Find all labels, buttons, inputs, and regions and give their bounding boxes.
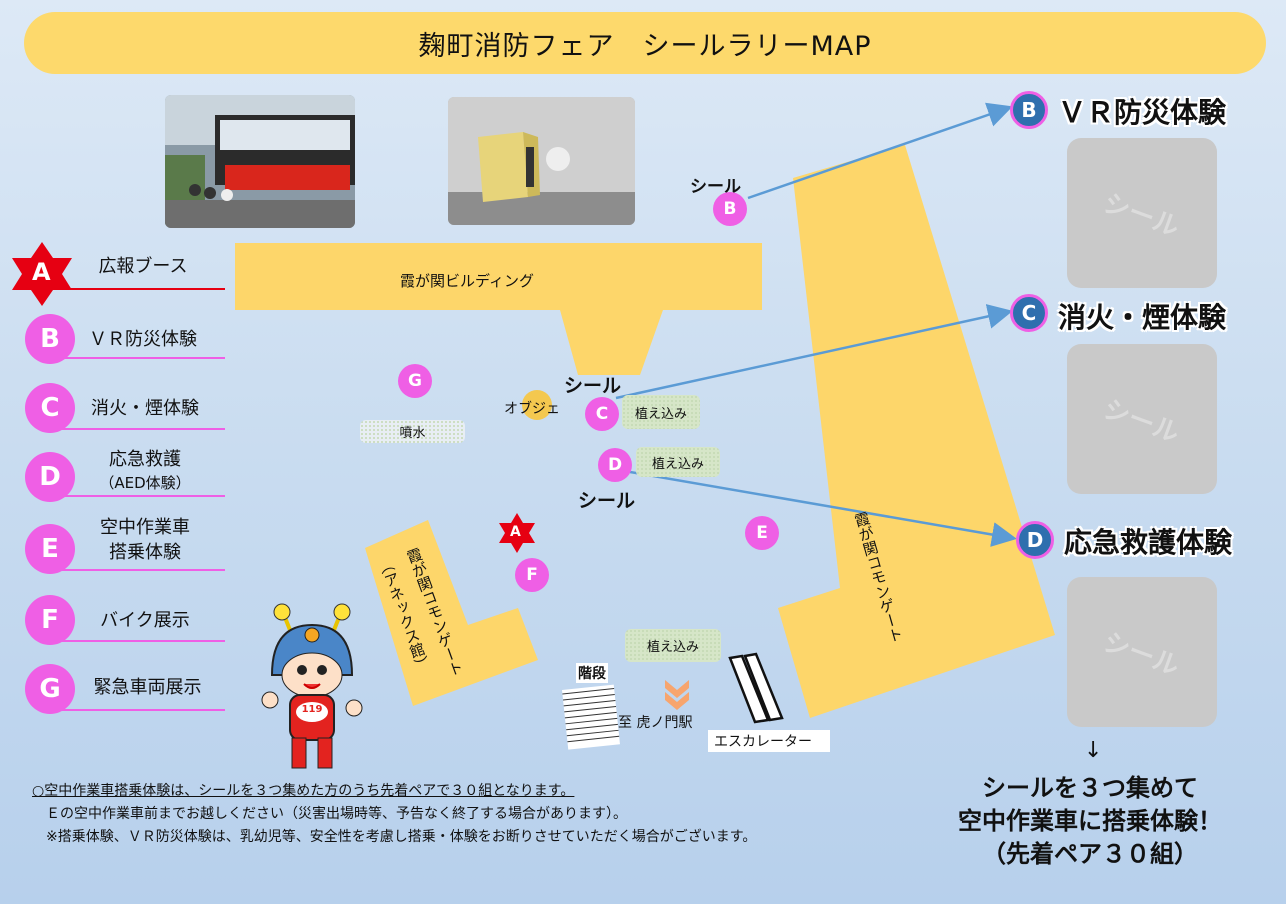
legend-b-label: ＶＲ防災体験	[89, 329, 197, 350]
legend-a-letter: A	[32, 258, 51, 286]
map-pin-g[interactable]: G	[398, 364, 432, 398]
legend-d-underline	[60, 495, 225, 497]
seal-slot-b-text: シール	[1099, 187, 1183, 243]
arrow-d	[629, 470, 1017, 547]
building-kasumigaseki	[235, 243, 762, 375]
legend-b-pin: B	[25, 314, 75, 364]
building-common-gate	[778, 145, 1055, 718]
seal-slot-c: シール	[1067, 344, 1217, 494]
legend-f-pin: F	[25, 595, 75, 645]
legend-d-label: 応急救護	[109, 449, 181, 470]
legend-f-label: バイク展示	[100, 610, 190, 631]
note-1: ○空中作業車搭乗体験は、シールを３つ集めた方のうち先着ペアで３０組となります。	[32, 783, 575, 799]
cta-line-3: （先着ペア３０組）	[982, 840, 1198, 868]
panel-b-title: ＶＲ防災体験	[1058, 96, 1227, 129]
photo-vr-truck-image	[165, 95, 355, 228]
panel-d-title: 応急救護体験	[1064, 526, 1233, 559]
legend-b-underline	[60, 357, 225, 359]
chevron-down-icon	[665, 680, 689, 710]
star-a-legend-icon	[12, 242, 72, 306]
planting-3: 植え込み	[625, 629, 721, 662]
photo-smoke-tent-image	[448, 97, 635, 225]
planting-2: 植え込み	[636, 447, 720, 477]
notes: ○空中作業車搭乗体験は、シールを３つ集めた方のうち先着ペアで３０組となります。 …	[32, 780, 756, 849]
legend-d-sublabel: （AED体験）	[99, 474, 191, 492]
legend-e-pin: E	[25, 524, 75, 574]
escalator-icon	[728, 652, 784, 724]
seal-label-c: シール	[564, 375, 622, 397]
seal-slot-d: シール	[1067, 577, 1217, 727]
photo-vr-truck	[165, 95, 355, 228]
photo-smoke-tent	[448, 97, 635, 225]
legend-g-pin: G	[25, 664, 75, 714]
building-annex	[365, 520, 538, 706]
seal-label-d: シール	[578, 490, 636, 512]
objet-label: オブジェ	[504, 401, 560, 417]
legend-g-underline	[60, 709, 225, 711]
label-kasumigaseki-building: 霞が関ビルディング	[400, 272, 534, 290]
map-pin-a[interactable]: A	[510, 524, 521, 540]
map-pin-c[interactable]: C	[585, 397, 619, 431]
map-pin-e[interactable]: E	[745, 516, 779, 550]
legend-g-label: 緊急車両展示	[93, 677, 202, 698]
map-pin-f[interactable]: F	[515, 558, 549, 592]
legend-a-label: 広報ブース	[98, 256, 188, 277]
down-arrow-icon: ↓	[1084, 738, 1103, 763]
legend-f-underline	[60, 640, 225, 642]
legend-a-underline	[60, 288, 225, 290]
cta-line-1: シールを３つ集めて	[982, 774, 1198, 802]
note-3: ※搭乗体験、ＶＲ防災体験は、乳幼児等、安全性を考慮し搭乗・体験をお断りさせていた…	[46, 829, 757, 845]
map-pin-b[interactable]: B	[713, 192, 747, 226]
panel-d-pin: D	[1016, 521, 1054, 559]
escalator-label: エスカレーター	[708, 730, 830, 752]
legend-d-pin: D	[25, 452, 75, 502]
seal-slot-d-text: シール	[1099, 626, 1183, 682]
cta-text: シールを３つ集めて 空中作業車に搭乗体験！ （先着ペア３０組）	[935, 772, 1245, 871]
note-2: Ｅの空中作業車前までお越しください（災害出場時等、予告なく終了する場合があります…	[46, 806, 627, 822]
arrow-b	[747, 102, 1013, 200]
mascot-badge: 119	[301, 704, 323, 715]
stairs-label: 階段	[576, 663, 608, 683]
star-a-map-icon	[499, 513, 535, 553]
page-title: 麹町消防フェア シールラリーMAP	[24, 12, 1266, 74]
station-label: 至 虎ノ門駅	[618, 715, 693, 731]
objet-marker	[522, 390, 552, 420]
panel-b-pin: B	[1010, 91, 1048, 129]
arrow-c	[615, 304, 1013, 400]
legend-c-underline	[60, 428, 225, 430]
panel-c-pin: C	[1010, 294, 1048, 332]
legend-e-sublabel: 搭乗体験	[109, 542, 181, 563]
panel-c-title: 消火・煙体験	[1058, 301, 1227, 334]
planting-1: 植え込み	[622, 395, 700, 429]
legend-c-pin: C	[25, 383, 75, 433]
legend-e-label: 空中作業車	[100, 517, 190, 538]
legend-e-underline	[60, 569, 225, 571]
seal-slot-c-text: シール	[1099, 393, 1183, 449]
legend-c-label: 消火・煙体験	[91, 398, 199, 419]
stairs-icon	[562, 684, 620, 750]
seal-slot-b: シール	[1067, 138, 1217, 288]
mascot-character	[261, 603, 363, 769]
cta-line-2: 空中作業車に搭乗体験！	[958, 807, 1222, 835]
fountain: 噴水	[360, 420, 465, 443]
map-pin-d[interactable]: D	[598, 448, 632, 482]
